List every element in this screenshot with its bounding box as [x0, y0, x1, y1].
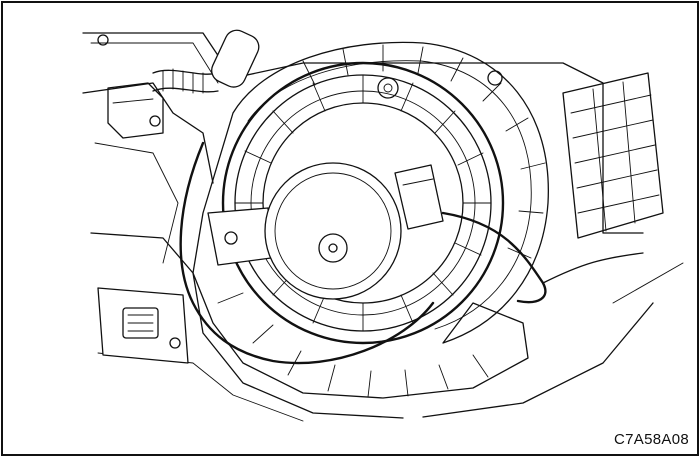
blower-assembly-illustration [82, 29, 684, 422]
fan-blades [234, 74, 492, 332]
figure-code: C7A58A08 [614, 431, 689, 448]
blower-scroll-housing [192, 41, 549, 399]
blower-fan-wheel [221, 61, 505, 345]
left-bracket [97, 34, 164, 139]
blower-motor [207, 162, 444, 300]
duct-hose [152, 29, 260, 94]
resistor-connector [97, 287, 189, 364]
wiring-harness [179, 141, 644, 365]
vent-grille [562, 72, 664, 239]
